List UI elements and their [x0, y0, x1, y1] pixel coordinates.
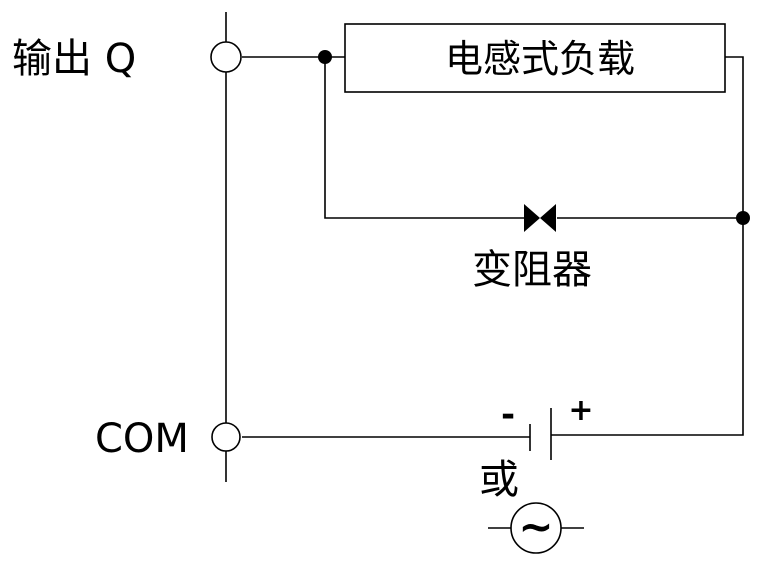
or-label: 或 [479, 457, 519, 503]
load-right-wire [551, 56, 744, 436]
varistor-symbol [524, 204, 556, 232]
com-terminal [211, 422, 241, 452]
output-q-terminal [210, 41, 242, 73]
minus-sign: - [501, 395, 515, 435]
ac-wave-symbol: ~ [518, 502, 553, 551]
junction-right [736, 211, 750, 225]
inductive-load-label: 电感式负载 [445, 37, 635, 81]
varistor-wire-left [324, 57, 524, 219]
ac-source-icon [510, 502, 562, 554]
output-q-label: 输出 Q [12, 36, 136, 82]
varistor-label: 变阻器 [472, 247, 592, 293]
inductive-load-box [344, 23, 726, 93]
com-label: COM [95, 416, 189, 462]
plus-sign: + [568, 393, 593, 428]
